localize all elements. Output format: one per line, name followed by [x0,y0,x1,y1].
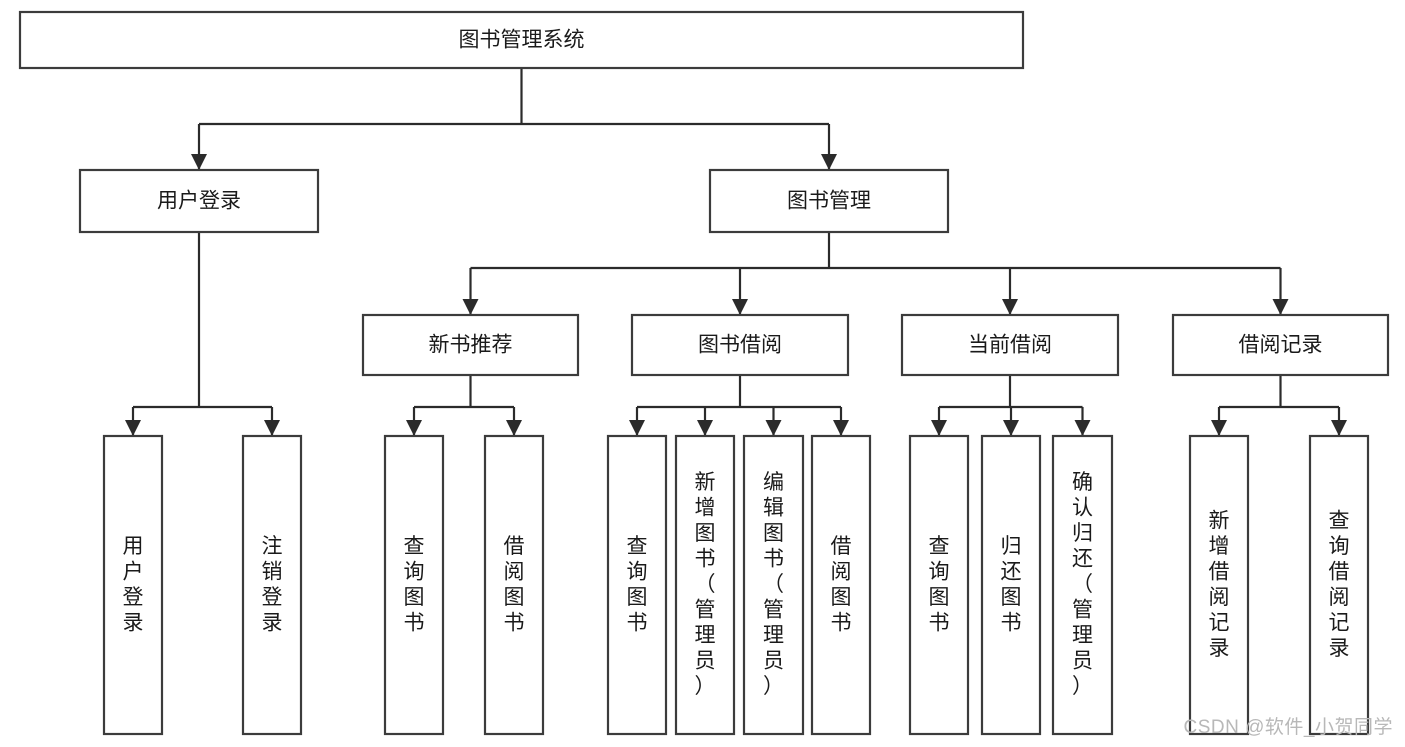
node-label: 新增图书（管理员） [695,471,716,698]
arrow-head-icon [931,420,947,436]
node-leaf-9[interactable]: 归还图书 [980,434,1042,736]
arrow-head-icon [732,299,748,315]
node-label: 借阅记录 [1239,334,1323,357]
node-level2-2[interactable]: 当前借阅 [900,313,1120,377]
node-label: 注销登录 [262,534,283,634]
node-label: 查询图书 [627,534,648,634]
node-box[interactable] [900,313,1120,377]
node-box[interactable] [102,434,164,736]
node-label: 借阅图书 [831,534,852,634]
arrow-head-icon [697,420,713,436]
node-box[interactable] [1171,313,1390,377]
arrow-head-icon [629,420,645,436]
arrow-head-icon [506,420,522,436]
arrow-head-icon [821,154,837,170]
node-box[interactable] [383,434,445,736]
arrow-head-icon [833,420,849,436]
node-label: 确认归还（管理员） [1072,471,1093,698]
arrow-head-icon [125,420,141,436]
edges-layer [125,68,1347,436]
node-label: 用户登录 [157,190,241,213]
node-box[interactable] [1051,434,1114,736]
node-box[interactable] [606,434,668,736]
node-box[interactable] [980,434,1042,736]
node-label: 编辑图书（管理员） [763,471,784,698]
node-level1-1[interactable]: 图书管理 [708,168,950,234]
arrow-head-icon [1331,420,1347,436]
node-box[interactable] [1188,434,1250,736]
node-box[interactable] [361,313,580,377]
node-level2-0[interactable]: 新书推荐 [361,313,580,377]
node-box[interactable] [630,313,850,377]
node-box[interactable] [1308,434,1370,736]
node-root-0[interactable]: 图书管理系统 [18,10,1025,70]
node-level1-0[interactable]: 用户登录 [78,168,320,234]
node-label: 查询借阅记录 [1329,509,1350,660]
node-box[interactable] [78,168,320,234]
node-leaf-8[interactable]: 查询图书 [908,434,970,736]
node-leaf-7[interactable]: 借阅图书 [810,434,872,736]
node-leaf-12[interactable]: 查询借阅记录 [1308,434,1370,736]
arrow-head-icon [1272,299,1289,315]
arrow-head-icon [765,420,782,436]
node-label: 归还图书 [1001,534,1022,634]
arrow-head-icon [406,420,422,436]
node-leaf-4[interactable]: 查询图书 [606,434,668,736]
arrow-head-icon [1211,420,1227,436]
node-label: 图书管理系统 [459,29,585,52]
node-leaf-5[interactable]: 新增图书（管理员） [674,434,736,736]
node-level2-3[interactable]: 借阅记录 [1171,313,1390,377]
arrow-head-icon [1003,420,1019,436]
node-leaf-2[interactable]: 查询图书 [383,434,445,736]
node-box[interactable] [483,434,545,736]
node-box[interactable] [18,10,1025,70]
node-label: 借阅图书 [504,534,525,634]
node-label: 新增借阅记录 [1209,509,1230,660]
node-leaf-0[interactable]: 用户登录 [102,434,164,736]
node-box[interactable] [241,434,303,736]
arrow-head-icon [191,154,207,170]
node-label: 查询图书 [929,534,950,634]
node-level2-1[interactable]: 图书借阅 [630,313,850,377]
node-leaf-6[interactable]: 编辑图书（管理员） [742,434,805,736]
node-leaf-1[interactable]: 注销登录 [241,434,303,736]
arrow-head-icon [1074,420,1091,436]
node-box[interactable] [810,434,872,736]
node-label: 当前借阅 [968,334,1052,357]
node-box[interactable] [708,168,950,234]
node-label: 新书推荐 [429,334,513,357]
node-box[interactable] [674,434,736,736]
node-label: 用户登录 [123,534,144,634]
watermark-text: CSDN @软件_小贺同学 [1183,717,1393,738]
node-label: 图书借阅 [698,334,782,357]
node-leaf-3[interactable]: 借阅图书 [483,434,545,736]
node-leaf-10[interactable]: 确认归还（管理员） [1051,434,1114,736]
arrow-head-icon [264,420,280,436]
node-box[interactable] [908,434,970,736]
node-label: 查询图书 [404,534,425,634]
node-box[interactable] [742,434,805,736]
arrow-head-icon [1002,299,1018,315]
nodes-layer: 图书管理系统用户登录图书管理新书推荐图书借阅当前借阅借阅记录用户登录注销登录查询… [18,10,1390,736]
node-label: 图书管理 [787,190,871,213]
node-leaf-11[interactable]: 新增借阅记录 [1188,434,1250,736]
arrow-head-icon [462,299,479,315]
